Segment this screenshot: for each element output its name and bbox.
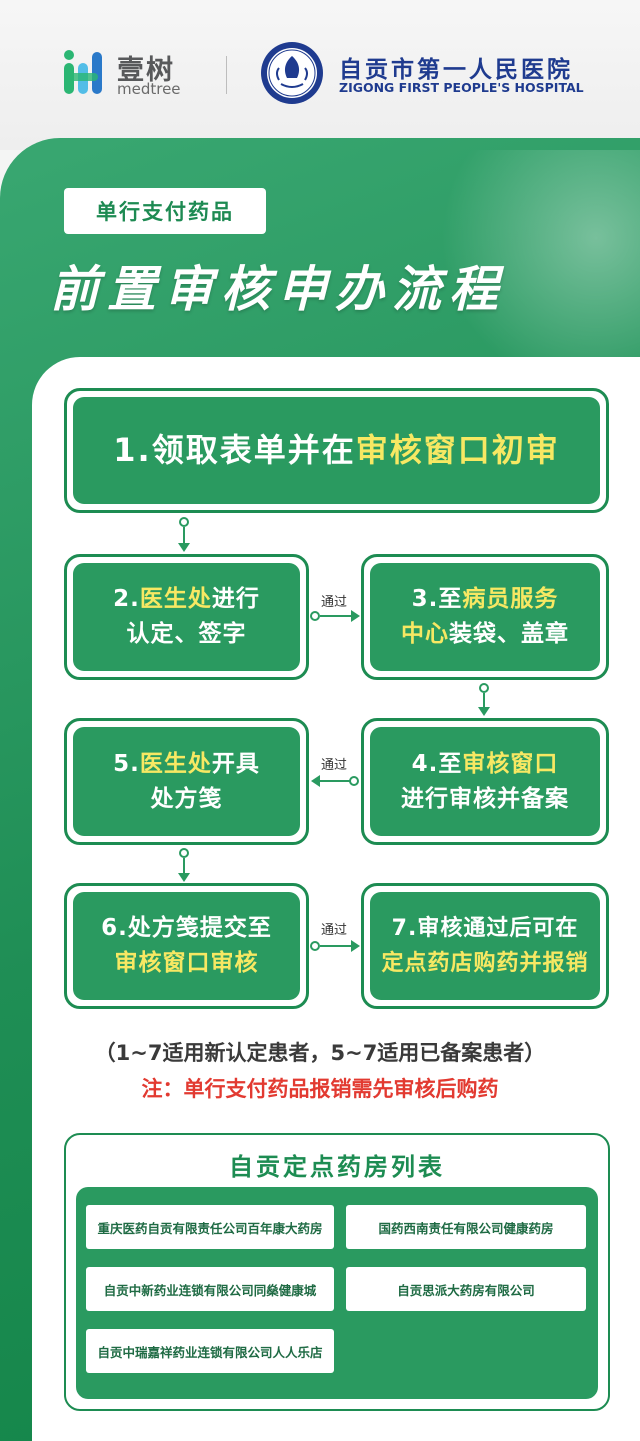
step-1-text: 1.领取表单并在审核窗口初审 xyxy=(113,433,559,468)
step-5-verb: 开具 xyxy=(211,750,260,777)
brand-name-en: medtree xyxy=(117,80,181,98)
connector-dot xyxy=(310,941,320,951)
medtree-logo-icon xyxy=(64,50,102,94)
pharmacy-list-title: 自贡定点药房列表 xyxy=(229,1153,445,1181)
step-4-line1: 4.至审核窗口 xyxy=(412,747,559,782)
pharmacy-item: 自贡思派大药房有限公司 xyxy=(346,1267,586,1311)
warning-note: 注：单行支付药品报销需先审核后购药 xyxy=(141,1077,499,1101)
pharmacy-item: 重庆医药自贡有限责任公司百年康大药房 xyxy=(86,1205,334,1249)
banner-highlight xyxy=(420,150,640,370)
step-2-verb: 进行 xyxy=(211,586,260,612)
pass-label: 通过 xyxy=(321,923,348,938)
step-1-prefix: 1.领取表单并在 xyxy=(113,431,356,469)
pharmacy-list-body: 重庆医药自贡有限责任公司百年康大药房 国药西南责任有限公司健康药房 自贡中新药业… xyxy=(76,1187,598,1399)
connector-line xyxy=(183,858,185,874)
arrow-right-icon xyxy=(351,610,360,622)
header-divider xyxy=(226,56,227,94)
page-title: 前置审核申办流程 xyxy=(50,261,507,318)
arrow-left-icon xyxy=(311,775,320,787)
brand-name-cn: 壹树 xyxy=(117,55,175,86)
connector-line xyxy=(320,945,352,947)
pass-label: 通过 xyxy=(321,758,348,773)
pharmacy-list: 自贡定点药房列表 重庆医药自贡有限责任公司百年康大药房 国药西南责任有限公司健康… xyxy=(64,1133,610,1411)
step-3-prefix: 3.至 xyxy=(411,586,463,612)
connector-dot xyxy=(349,776,359,786)
connector-dot xyxy=(179,848,189,858)
step-6-line1: 6.处方笺提交至 xyxy=(101,915,272,941)
step-1-content: 1.领取表单并在审核窗口初审 xyxy=(73,397,600,504)
step-1-box: 1.领取表单并在审核窗口初审 xyxy=(64,388,609,513)
step-6-box: 6.处方笺提交至 审核窗口审核 xyxy=(64,883,309,1009)
step-4-line2: 进行审核并备案 xyxy=(401,785,569,812)
arrow-down-icon xyxy=(178,543,190,552)
hospital-name-cn: 自贡市第一人民医院 xyxy=(339,56,573,83)
step-5-line2: 处方笺 xyxy=(150,785,223,812)
scope-note: （1~7适用新认定患者，5~7适用已备案患者） xyxy=(94,1041,546,1065)
connector-dot xyxy=(179,517,189,527)
step-4-highlight: 审核窗口 xyxy=(462,750,559,777)
step-5-highlight: 医生处 xyxy=(139,750,212,777)
step-5-line1: 5.医生处开具 xyxy=(113,747,260,782)
pharmacy-item: 自贡中新药业连锁有限公司同燊健康城 xyxy=(86,1267,334,1311)
step-2-line1: 2.医生处进行 xyxy=(113,582,260,617)
arrow-down-icon xyxy=(178,873,190,882)
step-1-highlight: 审核窗口初审 xyxy=(355,431,560,469)
step-3-content: 3.至病员服务 中心装袋、盖章 xyxy=(370,563,600,671)
step-2-box: 2.医生处进行 认定、签字 xyxy=(64,554,309,680)
step-4-content: 4.至审核窗口 进行审核并备案 xyxy=(370,727,600,836)
step-2-line2: 认定、签字 xyxy=(126,621,247,647)
arrow-down-icon xyxy=(478,707,490,716)
header-bar: 壹树 medtree 自贡市第一人民医院 ZIGONG FIRST PEOPLE… xyxy=(0,0,640,150)
step-2-highlight: 医生处 xyxy=(139,586,212,612)
step-3-action: 装袋、盖章 xyxy=(449,621,569,647)
connector-line xyxy=(320,615,352,617)
hospital-seal-icon xyxy=(261,42,323,104)
step-5-number: 5. xyxy=(113,750,140,777)
step-5-box: 5.医生处开具 处方笺 xyxy=(64,718,309,845)
pharmacy-item: 国药西南责任有限公司健康药房 xyxy=(346,1205,586,1249)
connector-line xyxy=(319,780,350,782)
pass-label: 通过 xyxy=(321,595,348,610)
step-7-content: 7.审核通过后可在 定点药店购药并报销 xyxy=(370,892,600,1000)
step-3-box: 3.至病员服务 中心装袋、盖章 xyxy=(361,554,609,680)
step-4-prefix: 4.至 xyxy=(411,750,463,777)
step-4-box: 4.至审核窗口 进行审核并备案 xyxy=(361,718,609,845)
step-7-box: 7.审核通过后可在 定点药店购药并报销 xyxy=(361,883,609,1009)
step-5-content: 5.医生处开具 处方笺 xyxy=(73,727,300,836)
step-6-content: 6.处方笺提交至 审核窗口审核 xyxy=(73,892,300,1000)
step-3-highlight-2: 中心 xyxy=(401,621,449,647)
connector-dot xyxy=(479,683,489,693)
step-2-number: 2. xyxy=(113,586,140,612)
category-tag: 单行支付药品 xyxy=(64,188,266,234)
step-3-line1: 3.至病员服务 xyxy=(412,582,559,617)
step-3-line2: 中心装袋、盖章 xyxy=(401,617,569,652)
step-2-content: 2.医生处进行 认定、签字 xyxy=(73,563,300,671)
hospital-name-en: ZIGONG FIRST PEOPLE'S HOSPITAL xyxy=(339,80,584,95)
step-3-highlight: 病员服务 xyxy=(462,586,559,612)
step-6-highlight: 审核窗口审核 xyxy=(114,950,259,976)
step-7-highlight: 定点药店购药并报销 xyxy=(381,951,589,976)
step-7-line1: 7.审核通过后可在 xyxy=(391,916,579,941)
arrow-right-icon xyxy=(351,940,360,952)
connector-line xyxy=(183,527,185,544)
connector-dot xyxy=(310,611,320,621)
connector-line xyxy=(483,693,485,708)
pharmacy-item: 自贡中瑞嘉祥药业连锁有限公司人人乐店 xyxy=(86,1329,334,1373)
